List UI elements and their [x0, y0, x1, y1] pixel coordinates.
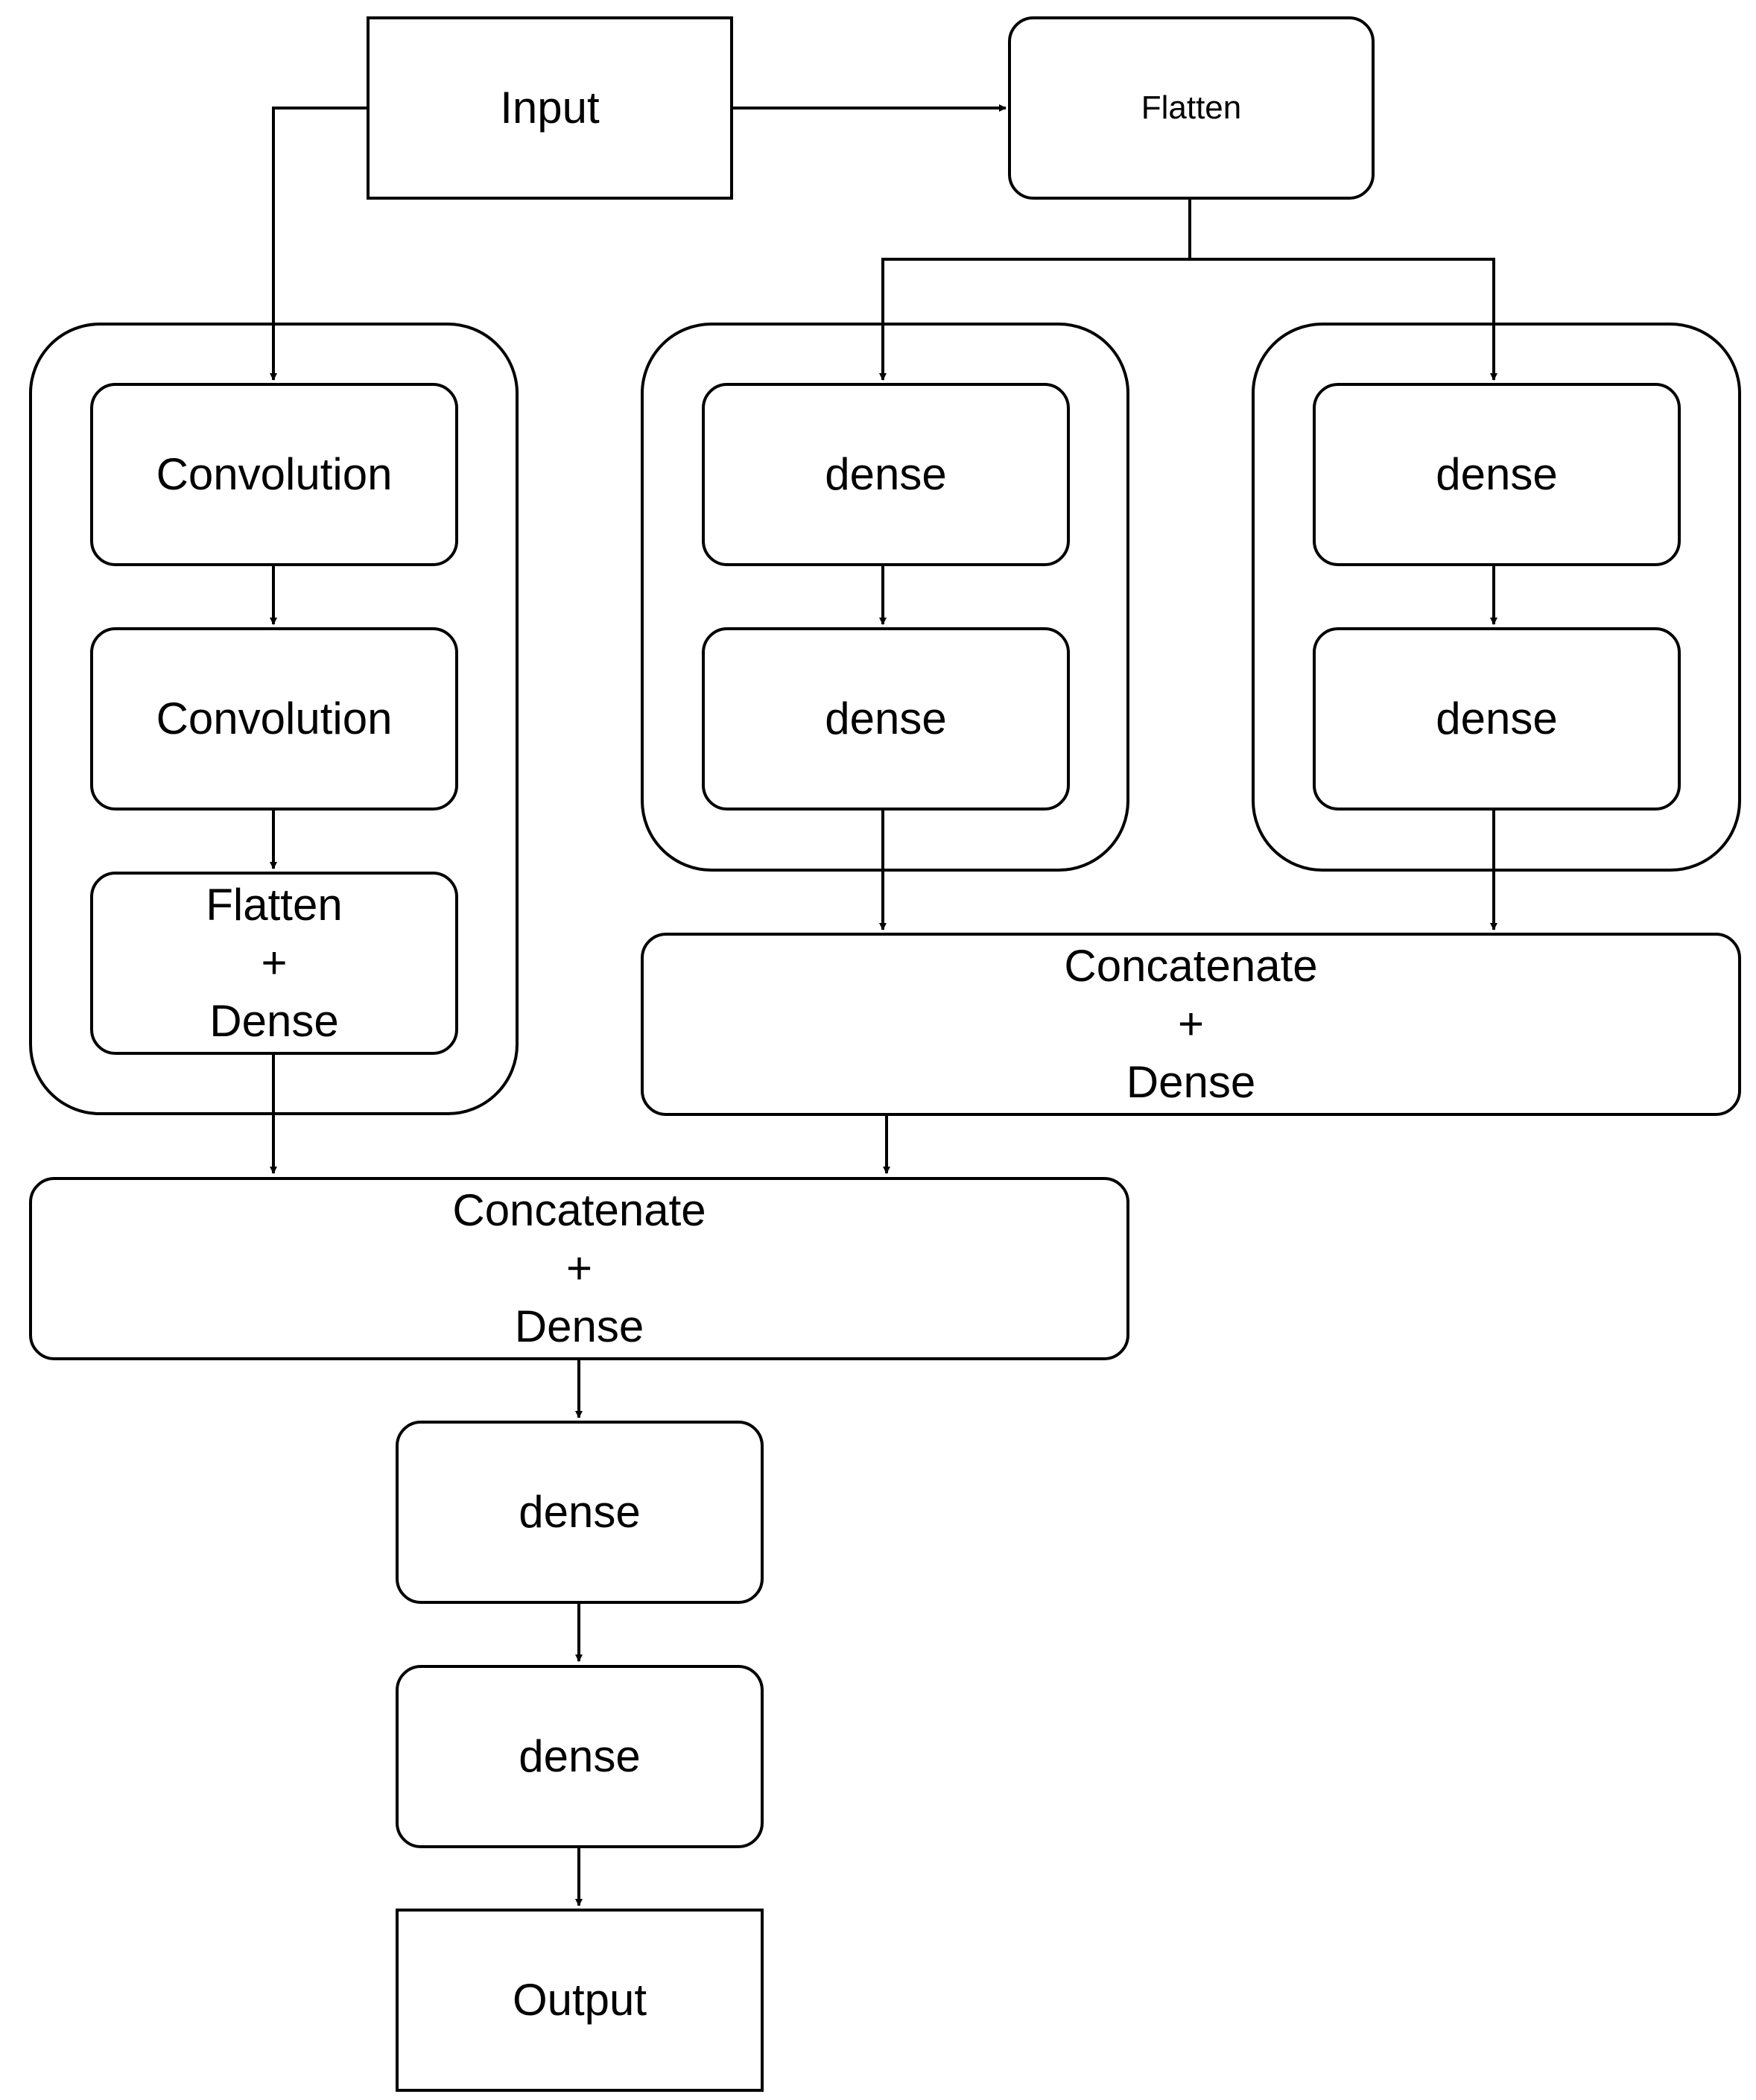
- dense-b1-node: dense: [1313, 383, 1681, 566]
- concatenate-main-line-1: Concatenate: [452, 1185, 706, 1235]
- edge-input-to-conv1: [270, 107, 367, 381]
- concatenate-right-line-2: +: [1177, 999, 1205, 1049]
- concatenate-main-node: Concatenate + Dense: [29, 1177, 1129, 1360]
- flatten-label: Flatten: [1141, 89, 1242, 126]
- head-dense-label-1: dense: [519, 1487, 641, 1537]
- flatten-dense-line-2: +: [261, 938, 288, 988]
- concatenate-main-line-2: +: [565, 1243, 593, 1293]
- flatten-dense-line-1: Flatten: [206, 880, 343, 930]
- concatenate-right-node: Concatenate + Dense: [641, 933, 1741, 1116]
- convolution-node-1: Convolution: [90, 383, 458, 566]
- concatenate-right-line-1: Concatenate: [1064, 941, 1318, 991]
- dense-a1-node: dense: [702, 383, 1070, 566]
- concatenate-right-line-3: Dense: [1126, 1057, 1256, 1107]
- input-node: Input: [367, 16, 733, 200]
- convolution-node-2: Convolution: [90, 627, 458, 811]
- dense-branch-a-container: [641, 323, 1129, 872]
- conv-branch-container: [29, 323, 519, 1115]
- dense-b2-node: dense: [1313, 627, 1681, 811]
- head-dense-node-1: dense: [396, 1421, 764, 1604]
- output-node: Output: [396, 1909, 764, 2092]
- dense-b2-label: dense: [1436, 694, 1558, 743]
- dense-branch-b-container: [1252, 323, 1741, 872]
- flatten-node: Flatten: [1008, 16, 1375, 200]
- output-label: Output: [512, 1975, 647, 2025]
- edge-flatten-to-dense-b1: [1190, 258, 1497, 381]
- dense-a1-label: dense: [825, 449, 947, 499]
- dense-a2-label: dense: [825, 694, 947, 743]
- dense-a2-node: dense: [702, 627, 1070, 811]
- convolution-label-1: Convolution: [156, 449, 393, 499]
- edge-flatten-to-dense-a1: [879, 200, 1191, 381]
- input-label: Input: [500, 83, 600, 133]
- head-dense-node-2: dense: [396, 1665, 764, 1848]
- dense-b1-label: dense: [1436, 449, 1558, 499]
- concatenate-main-line-3: Dense: [514, 1301, 644, 1351]
- flatten-dense-line-3: Dense: [209, 996, 339, 1046]
- flatten-dense-node: Flatten + Dense: [90, 872, 458, 1055]
- convolution-label-2: Convolution: [156, 694, 393, 743]
- head-dense-label-2: dense: [519, 1731, 641, 1781]
